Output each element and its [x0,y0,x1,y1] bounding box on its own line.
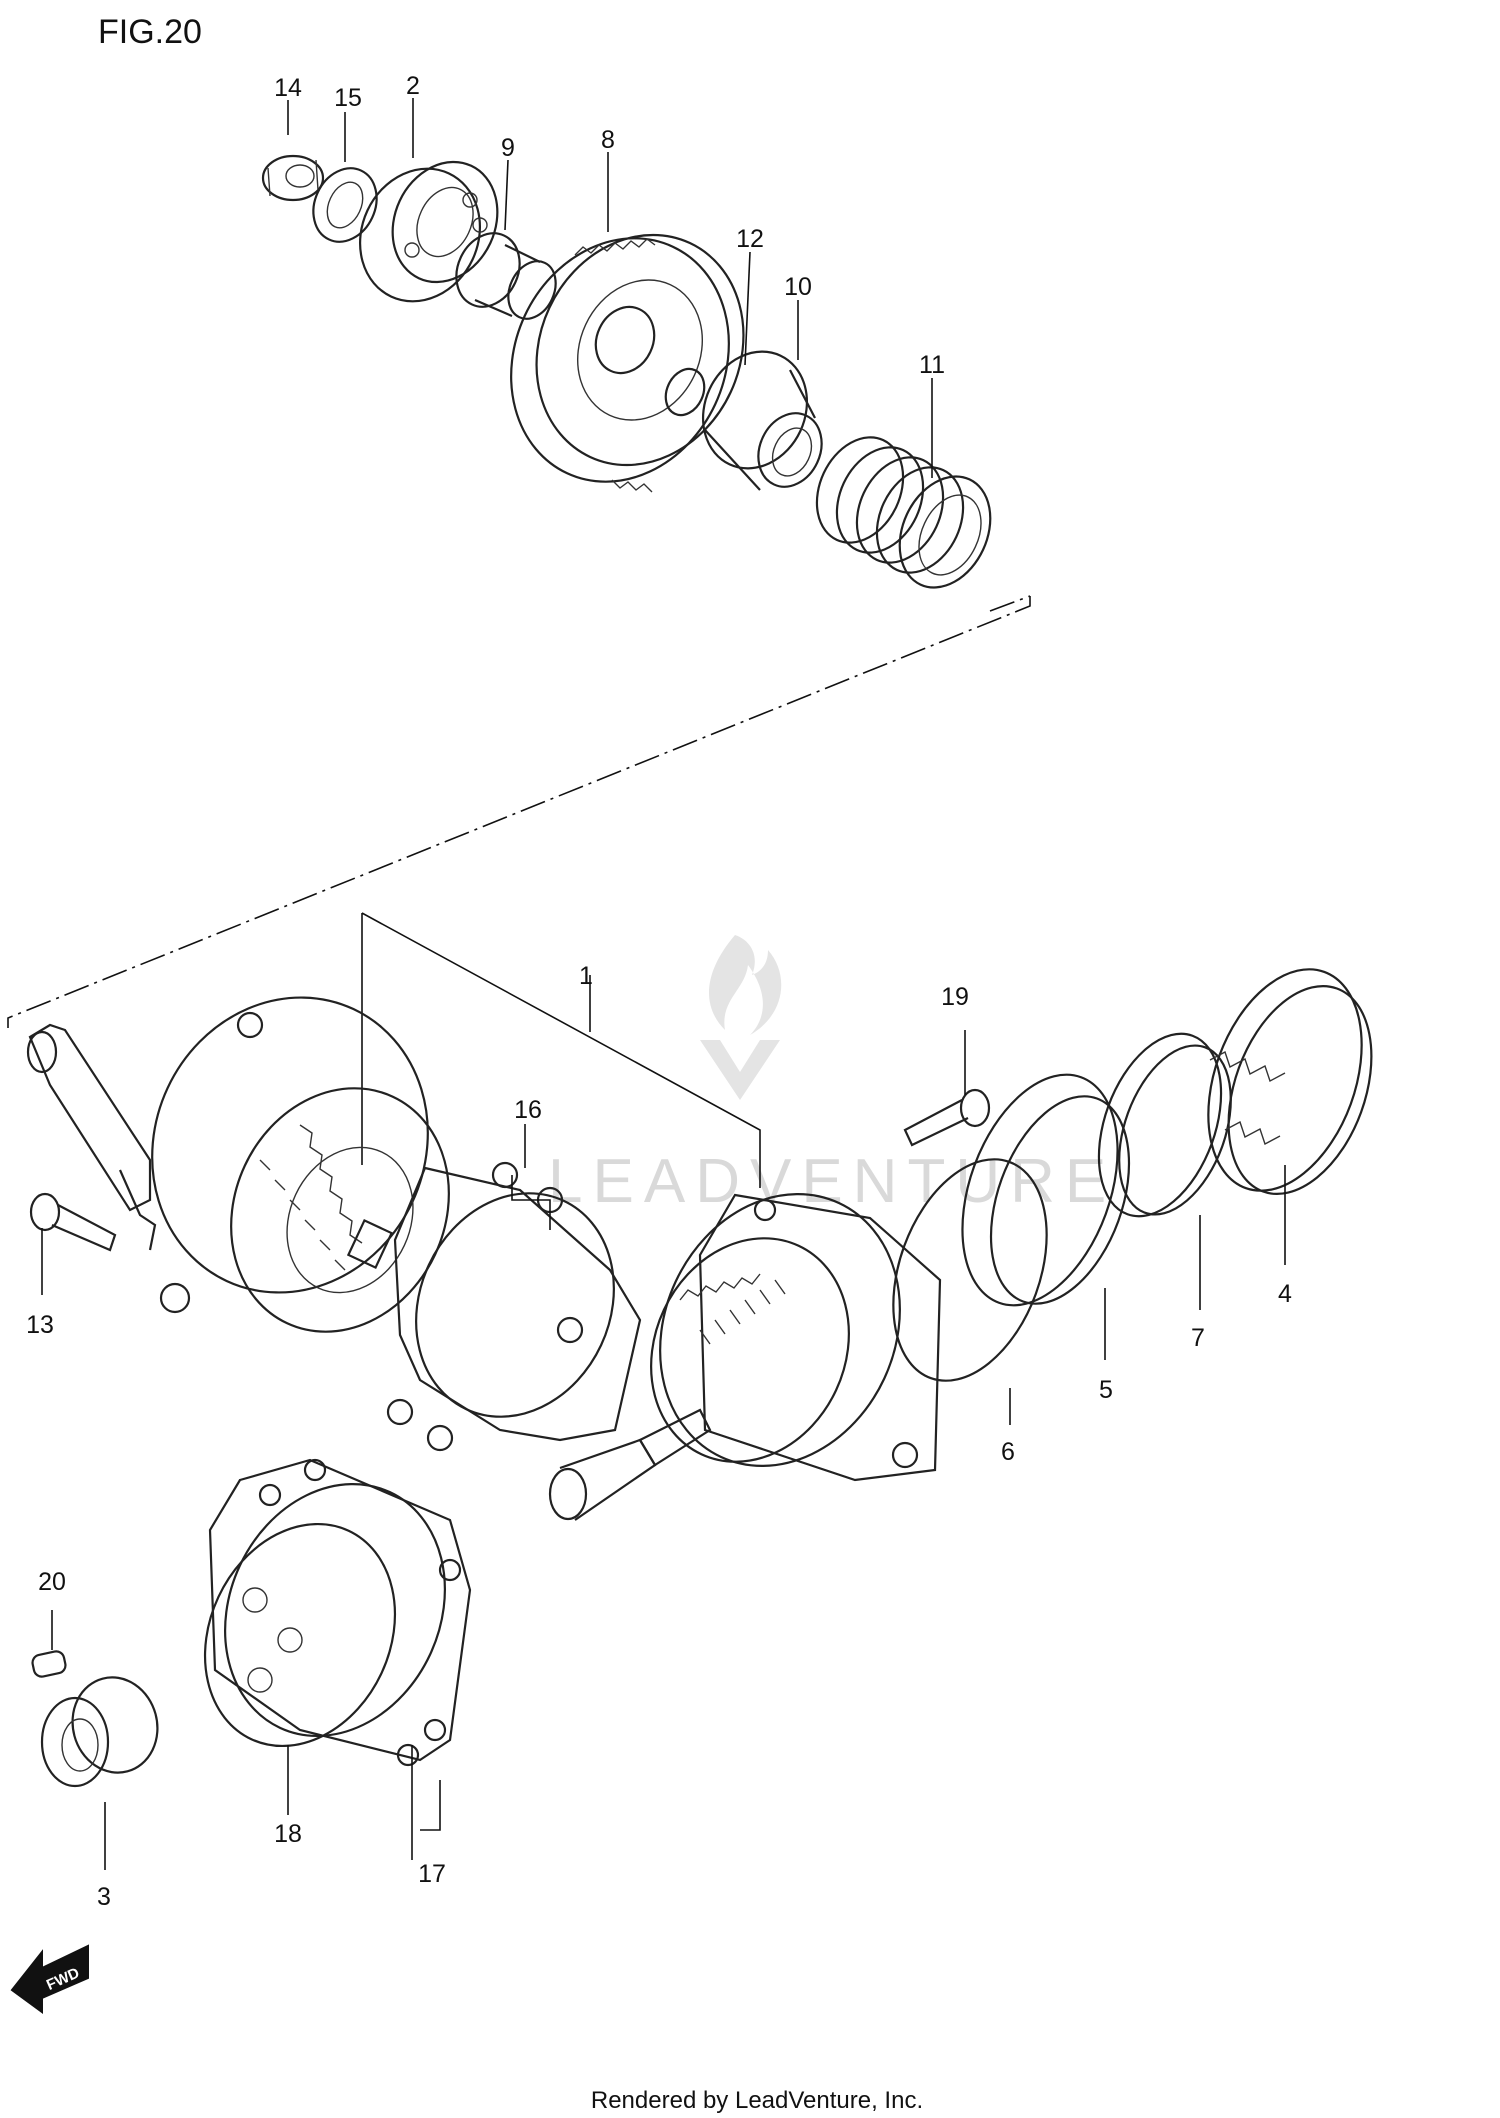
part-12-circlip [664,367,706,417]
footer-credit: Rendered by LeadVenture, Inc. [591,2087,923,2114]
watermark: LEADVENTURE [548,935,1116,1216]
callout-4: 4 [1278,1280,1292,1308]
callout-9: 9 [501,134,515,162]
part-4-outer-case [1207,968,1373,1195]
callout-2: 2 [406,72,420,100]
upper-assembly-frame-right [989,595,1031,612]
callout-1: 1 [579,962,593,990]
part-10-hub [701,350,823,491]
part-18-seal [203,1522,397,1748]
fwd-arrow-icon: FWD [10,1944,89,2014]
callout-10: 10 [784,273,812,301]
ring-gear-housing-right [548,1193,942,1521]
watermark-text: LEADVENTURE [548,1147,1116,1216]
part-20-pin [31,1650,67,1678]
callout-12: 12 [736,225,764,253]
part-11-spring [815,436,992,589]
callout-15: 15 [334,84,362,112]
callout-3: 3 [97,1883,111,1911]
callout-labels: 1 2 3 4 5 6 7 8 9 10 11 12 13 14 15 16 1… [26,72,1292,1911]
part-9-spacer [455,232,557,320]
leader-lines [41,98,1286,1870]
part-1-leader [361,912,761,1188]
pinion-housing-left [26,996,450,1333]
callout-7: 7 [1191,1324,1205,1352]
part-13-bolt [29,1192,117,1252]
callout-5: 5 [1099,1376,1113,1404]
part-16-gasket [386,1161,642,1452]
callout-17: 17 [418,1860,446,1888]
part-8-gear [510,233,745,493]
part-2-bearing [358,160,499,303]
callout-13: 13 [26,1311,54,1339]
callout-19: 19 [941,983,969,1011]
callout-16: 16 [514,1096,542,1124]
figure-title: FIG.20 [98,13,202,51]
callout-20: 20 [38,1568,66,1596]
callout-14: 14 [274,74,302,102]
part-5-seal-ring [961,1073,1131,1307]
part-15-washer [312,167,378,243]
upper-assembly-frame [7,596,1031,1028]
part-17-cover [208,1458,472,1767]
part-19-bolt [903,1088,991,1147]
part-3-bearing [40,1676,159,1788]
part-14-nut [261,154,325,202]
callout-18: 18 [274,1820,302,1848]
callout-11: 11 [919,351,945,379]
callout-6: 6 [1001,1438,1015,1466]
callout-8: 8 [601,126,615,154]
